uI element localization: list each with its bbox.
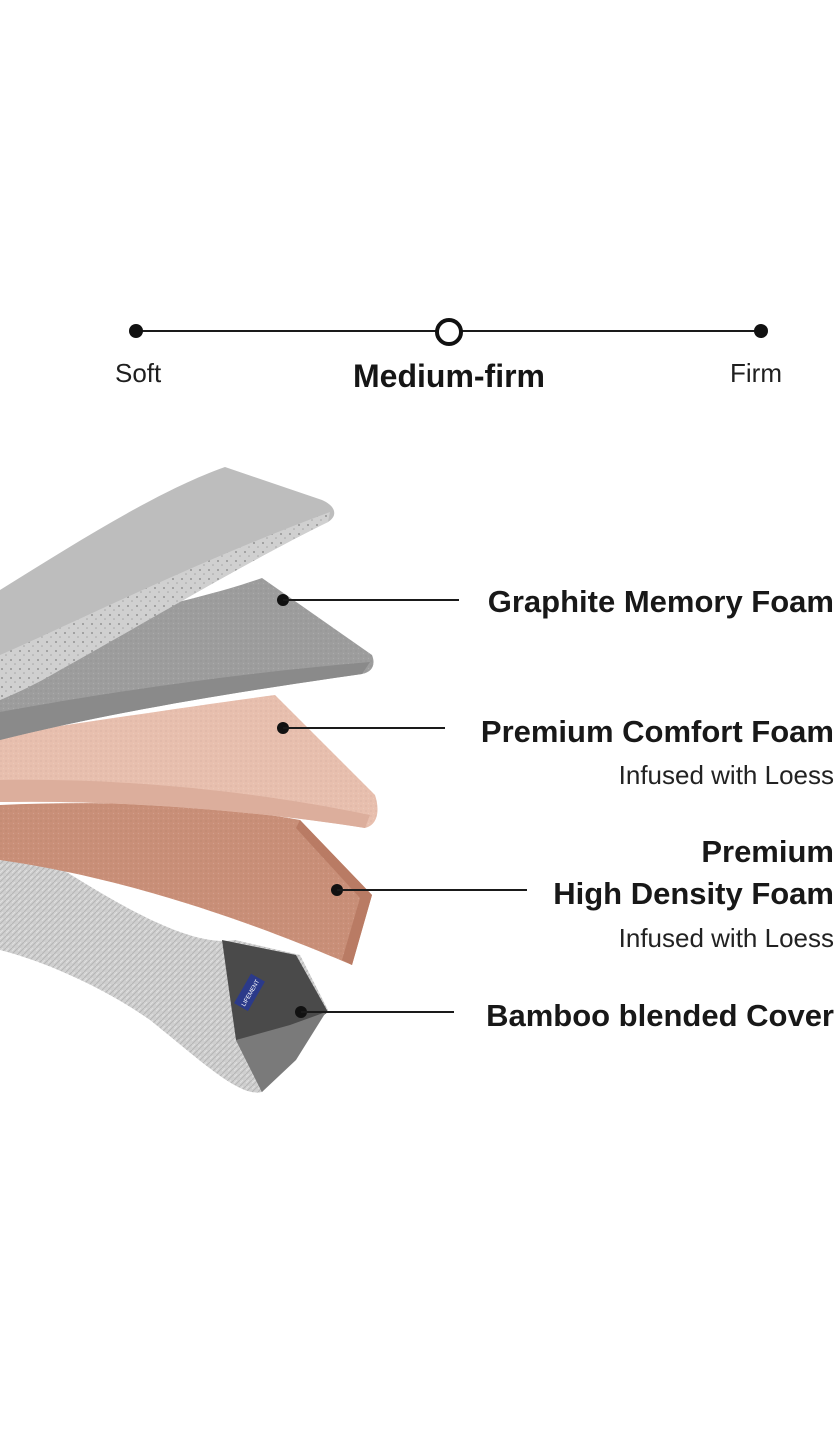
callout-line [301,1011,454,1013]
scale-start-dot [129,324,143,338]
callout-line [283,727,445,729]
layer-title-high-density-line2: High Density Foam [553,876,834,911]
graphite-foam-layer [0,578,374,740]
high-density-foam-layer [0,803,372,965]
scale-selected-marker [435,318,463,346]
layer-subtitle-comfort: Infused with Loess [618,760,834,790]
top-foam-layer [0,467,335,700]
callout-line [283,599,459,601]
cover-layer: LIFEMENT [0,830,328,1093]
firmness-scale: Soft Medium-firm Firm [0,0,837,420]
layer-title-cover: Bamboo blended Cover [486,998,834,1033]
mattress-layers-illustration: LIFEMENT [0,467,378,1093]
scale-label-soft: Soft [115,358,162,388]
layer-title-graphite: Graphite Memory Foam [487,584,834,619]
layer-title-high-density-line1: Premium [701,834,834,869]
callout-line [337,889,527,891]
scale-label-firm: Firm [730,358,782,388]
scale-label-selected: Medium-firm [353,358,545,394]
layer-subtitle-high-density: Infused with Loess [618,923,834,953]
layer-title-comfort: Premium Comfort Foam [480,714,834,749]
scale-end-dot [754,324,768,338]
